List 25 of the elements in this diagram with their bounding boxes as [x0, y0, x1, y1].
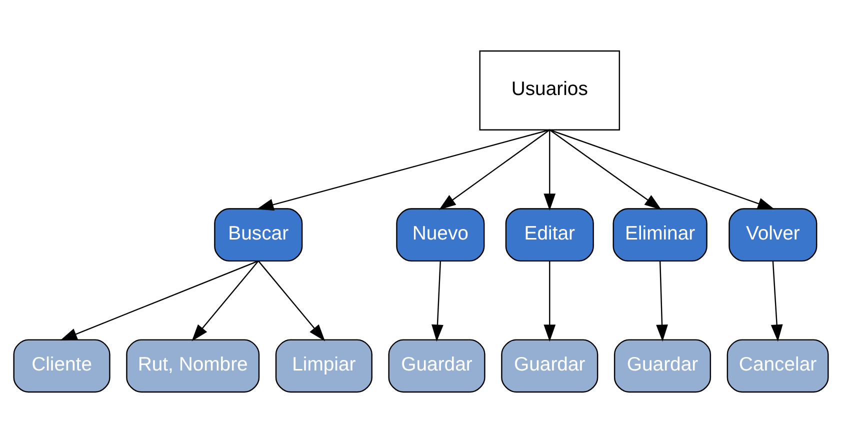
node-box: Cliente [12, 338, 110, 392]
node-box: Guardar [500, 338, 598, 392]
arrow [257, 260, 325, 341]
arrow [191, 260, 258, 341]
node-box: Buscar [214, 208, 302, 262]
arrow [770, 260, 782, 342]
arrow [543, 260, 556, 342]
node-box: Volver [728, 208, 817, 262]
node-box: Nuevo [396, 208, 484, 262]
arrow [548, 128, 662, 210]
arrow [438, 128, 550, 210]
node-box: Usuarios [478, 50, 620, 130]
node-box: Cancelar [726, 338, 828, 392]
arrow [548, 128, 774, 209]
node-box: Editar [504, 208, 594, 262]
arrow [431, 260, 443, 342]
node-box: Guardar [388, 338, 485, 392]
arrow [60, 260, 258, 340]
node-box: Guardar [613, 338, 711, 392]
node-box: Rut, Nombre [126, 338, 260, 392]
arrow [543, 129, 556, 210]
arrow [656, 260, 668, 342]
node-box: Limpiar [274, 338, 372, 392]
node-box: Eliminar [612, 208, 707, 262]
arrow [256, 128, 550, 210]
